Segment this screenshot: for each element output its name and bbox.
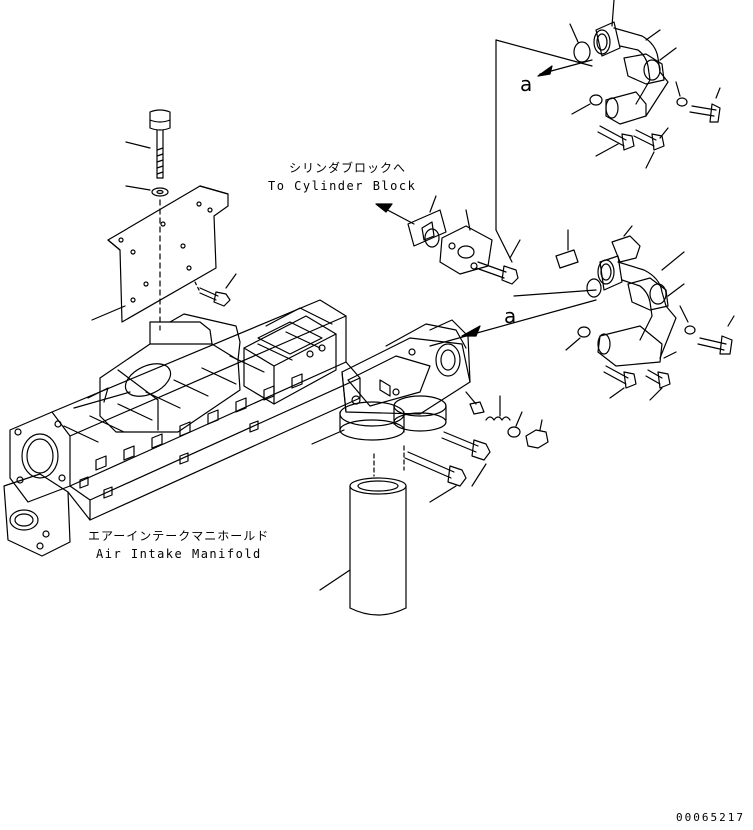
o-ring <box>425 229 439 247</box>
leader-line <box>320 570 350 590</box>
leader-line <box>92 306 125 320</box>
upper-pipe-assembly <box>570 0 720 168</box>
bracket-plate <box>108 186 228 330</box>
callout-a-top-lines <box>496 40 592 262</box>
manifold-label-en: Air Intake Manifold <box>96 547 262 561</box>
cylinder-block-label-jp: シリンダブロックへ <box>289 161 407 175</box>
drawing-code: 00065217 <box>676 811 745 824</box>
air-intake-manifold <box>4 300 360 556</box>
callout-a-mid-lines <box>430 290 596 346</box>
callout-a-top: a <box>520 72 533 96</box>
leader-line <box>126 186 150 190</box>
leader-line <box>126 142 150 148</box>
gasket <box>408 196 446 246</box>
head-bolt-short <box>442 432 490 486</box>
cylinder-block-arrow <box>376 204 414 224</box>
head-bolt-long <box>405 452 466 502</box>
flange-bolt <box>476 240 520 284</box>
leader-line <box>312 430 344 444</box>
filter-cartridge <box>350 478 406 615</box>
callout-a-mid: a <box>504 304 517 328</box>
lower-pipe-assembly <box>556 226 734 400</box>
washer <box>152 188 168 196</box>
cylinder-block-label-en: To Cylinder Block <box>268 179 417 193</box>
filter-head <box>340 320 470 440</box>
long-bolt <box>150 110 170 178</box>
manifold-label-jp: エアーインテークマニホールド <box>88 529 270 543</box>
bracket-bolt <box>200 274 236 306</box>
valve-parts <box>466 392 548 448</box>
